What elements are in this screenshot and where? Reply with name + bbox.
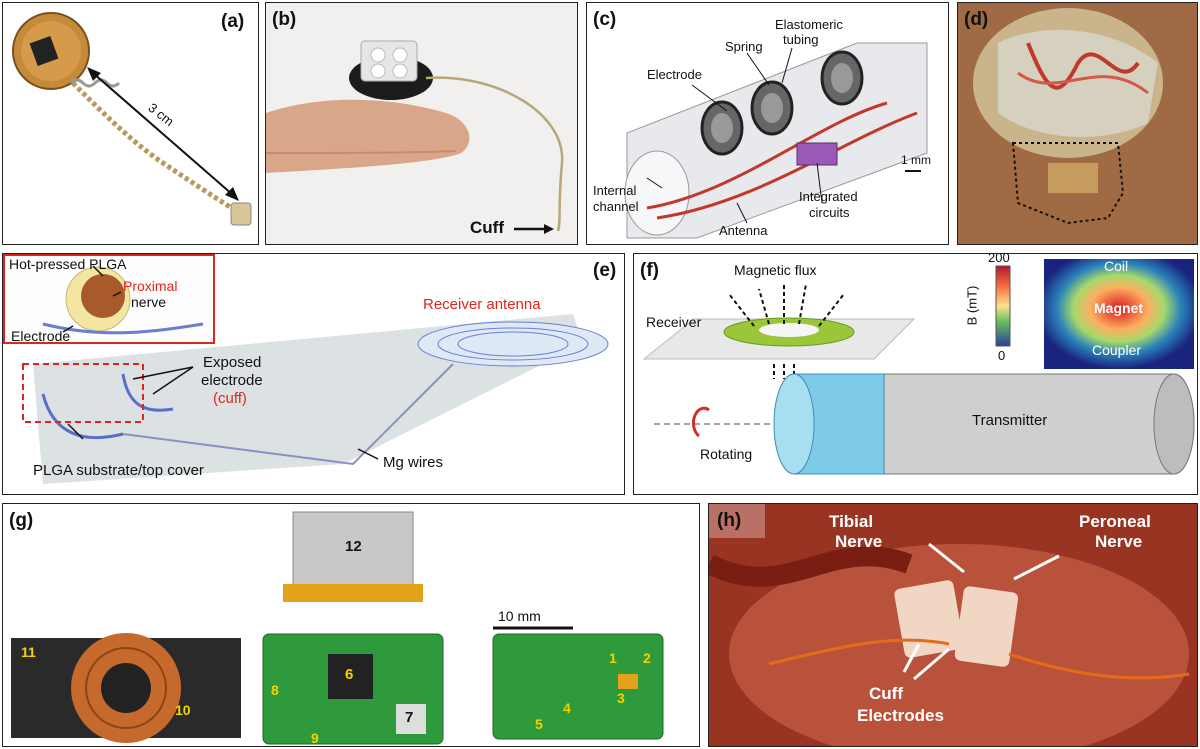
receiver-label-f: Receiver [646,314,702,330]
panel-a: (a) 3 cm [2,2,259,245]
panel-g-label: (g) [9,510,34,531]
ic-label-c-1: Integrated [799,189,858,204]
panel-a-label: (a) [221,11,245,32]
scale-label-c: 1 mm [901,153,931,167]
num-3: 3 [617,690,625,706]
device-diagram-c [624,42,928,239]
cbar-max-label: 200 [988,253,1010,265]
annotation-arrows [902,542,1060,681]
cuff-label-h-1: Cuff [869,684,903,703]
nerve-label-e: nerve [131,294,167,310]
panel-e: (e) Hot-pressed PLGA Proximal nerve Elec… [2,253,625,495]
num-10: 10 [175,702,191,718]
num-8: 8 [271,682,279,698]
cuff-label-e: (cuff) [213,390,247,407]
panel-c-label: (c) [593,9,617,30]
exposed-label-e-2: electrode [201,372,263,389]
panel-b: (b) Cuff [265,2,578,245]
panel-h-label: (h) [717,510,742,531]
colorbar [995,265,1011,347]
peroneal-label-h-2: Nerve [1095,532,1143,551]
flux-arrows [728,283,845,379]
num-9: 9 [311,730,319,746]
panel-b-label: (b) [272,9,297,30]
magnetic-diagram-f [642,259,1195,475]
tibial-label-h-1: Tibial [829,512,874,531]
num-12: 12 [345,538,362,555]
cuff-label-h-2: Electrodes [857,706,944,725]
num-6: 6 [345,666,354,683]
num-4: 4 [563,700,571,716]
cbar-axis-label: B (mT) [964,285,980,326]
plga-label-e: Hot-pressed PLGA [9,256,127,272]
panel-h: (h) Tibial Nerve Peroneal Nerve Cuff Ele… [708,503,1198,747]
surgery-photo-h [709,504,1197,746]
num-2: 2 [643,650,651,666]
magnet-label-f: Magnet [1094,300,1143,316]
electrode-label-e: Electrode [11,328,71,344]
implant-photo-a [12,12,252,226]
cuff-label-b: Cuff [470,218,504,237]
peroneal-label-h-1: Peroneal [1079,512,1151,531]
field-heatmap [1044,259,1194,369]
substrate-label-e: PLGA substrate/top cover [33,462,204,479]
panel-c: (c) Electrode Spring Elastomeric tubing … [586,2,949,245]
panel-d-label: (d) [964,9,989,30]
tubing-label-c-1: Elastomeric [775,17,843,32]
scale-label-g: 10 mm [498,608,541,624]
antenna-label-c: Antenna [719,223,768,238]
channel-label-c-2: channel [593,199,639,214]
device-diagram-e [3,254,609,484]
cbar-min-label: 0 [998,348,1006,363]
num-1: 1 [609,650,617,666]
coupler-label-f: Coupler [1092,342,1142,358]
receiver-label-e: Receiver antenna [423,296,541,313]
pcb-photo-g [11,511,664,745]
rotating-label-f: Rotating [700,446,753,462]
panel-d: (d) [957,2,1198,245]
panel-e-label: (e) [593,260,617,281]
electrode-label-c: Electrode [647,67,702,82]
num-7: 7 [405,709,414,726]
surgery-photo-d [958,3,1197,244]
channel-label-c-1: Internal [593,183,637,198]
transmitter-label-f: Transmitter [972,412,1048,429]
mg-label-e: Mg wires [383,454,444,471]
exposed-label-e-1: Exposed [203,354,262,371]
proximal-label-e: Proximal [123,278,178,294]
ic-label-c-2: circuits [809,205,850,220]
flux-label-f: Magnetic flux [734,262,817,278]
panel-g: (g) 10 mm 12 11 10 8 6 7 9 1 2 3 4 5 [2,503,700,747]
num-5: 5 [535,716,543,732]
num-11: 11 [21,644,36,660]
electrode-rings [700,50,864,156]
tubing-label-c-2: tubing [783,32,819,47]
spring-label-c: Spring [725,39,763,54]
panel-f: (f) Magnetic flux Receiver 200 0 B (mT) … [633,253,1198,495]
tibial-label-h-2: Nerve [835,532,883,551]
finger-photo-b [266,40,564,234]
coil-label-f: Coil [1104,258,1129,274]
panel-f-label: (f) [640,260,659,281]
